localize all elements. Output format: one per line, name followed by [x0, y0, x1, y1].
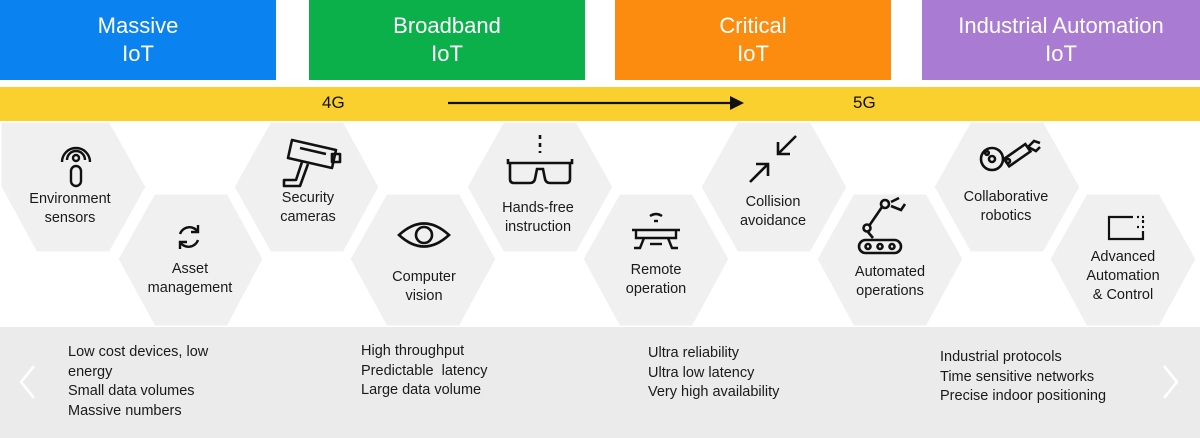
feature-item: Ultra reliability — [648, 345, 740, 361]
feature-item: Time sensitive networks — [940, 368, 1095, 385]
use-case-line: Computer — [392, 269, 456, 285]
feature-item: Small data volumes — [68, 383, 195, 399]
use-case-line: operation — [625, 281, 687, 297]
category-subtitle: IoT — [431, 41, 463, 66]
use-case-line: Remote — [630, 262, 682, 278]
control-panel-icon — [1107, 215, 1145, 241]
use-case-asset-management: Asset management — [120, 260, 260, 298]
use-case-collaborative-robotics: Collaborative robotics — [936, 188, 1076, 226]
refresh-cycle-icon — [178, 225, 200, 249]
use-case-line: Collision — [745, 194, 801, 210]
feature-item: Predictable latency — [361, 362, 488, 379]
use-case-line: cameras — [280, 209, 336, 225]
eye-icon — [397, 222, 451, 248]
feature-item: Low cost devices, low — [68, 344, 209, 360]
evolution-arrow-icon — [448, 96, 744, 110]
remote-drone-icon — [632, 212, 680, 250]
feature-item: Precise indoor positioning — [940, 388, 1107, 404]
use-case-line: sensors — [44, 210, 96, 226]
hex-collision-avoidance — [698, 121, 850, 255]
environment-sensor-icon — [60, 146, 92, 188]
category-subtitle: IoT — [1045, 41, 1077, 66]
use-case-line: Automated — [854, 264, 926, 280]
use-case-security-cameras: Security cameras — [238, 189, 378, 227]
use-case-collision-avoidance: Collision avoidance — [703, 193, 843, 231]
features-critical-iot: Ultra reliability Ultra low latency Very… — [648, 344, 779, 403]
hex-computer-vision — [347, 191, 499, 327]
feature-item: High throughput — [361, 343, 465, 359]
use-case-line: Advanced — [1090, 249, 1156, 265]
use-case-line: & Control — [1092, 287, 1154, 303]
use-case-environment-sensors: Environment sensors — [0, 190, 140, 228]
category-critical-iot: Critical IoT — [615, 0, 891, 80]
robot-arm-icon — [857, 196, 907, 255]
feature-item: Industrial protocols — [940, 349, 1062, 365]
hex-environment-sensors — [0, 121, 149, 255]
category-subtitle: IoT — [737, 41, 769, 66]
features-industrial-automation-iot: Industrial protocols Time sensitive netw… — [940, 348, 1106, 407]
label-5g: 5G — [853, 93, 876, 112]
category-title: Massive — [97, 13, 179, 38]
use-case-line: Automation — [1086, 268, 1160, 284]
features-broadband-iot: High throughput Predictable latency Larg… — [361, 342, 488, 401]
hex-advanced-automation — [1047, 191, 1199, 327]
features-massive-iot: Low cost devices, low energy Small data … — [68, 343, 208, 421]
use-case-line: operations — [856, 283, 924, 299]
use-case-line: Environment — [29, 191, 111, 207]
smart-glasses-icon — [506, 135, 574, 185]
label-4g: 4G — [322, 93, 345, 112]
use-case-line: vision — [405, 288, 443, 304]
hex-automated-operations — [814, 191, 966, 327]
feature-item: Ultra low latency — [648, 364, 755, 381]
use-case-honeycomb — [0, 121, 1199, 327]
category-broadband-iot: Broadband IoT — [309, 0, 585, 80]
category-title: Industrial Automation — [958, 13, 1164, 38]
chevron-left-icon[interactable] — [16, 362, 40, 402]
use-case-line: instruction — [504, 219, 572, 235]
feature-item: energy — [68, 363, 113, 380]
use-case-line: Security — [281, 190, 335, 206]
use-case-line: avoidance — [739, 213, 807, 229]
hex-collaborative-robotics — [931, 121, 1083, 255]
category-title: Broadband — [393, 13, 501, 38]
hex-hands-free-instruction — [464, 121, 616, 255]
use-case-line: management — [147, 280, 233, 296]
use-case-advanced-automation-control: Advanced Automation & Control — [1053, 248, 1193, 305]
category-subtitle: IoT — [122, 41, 154, 66]
use-case-remote-operation: Remote operation — [586, 261, 726, 299]
use-case-hands-free-instruction: Hands-free instruction — [468, 199, 608, 237]
use-case-automated-operations: Automated operations — [820, 263, 960, 301]
hex-security-cameras — [231, 121, 382, 255]
feature-item: Large data volume — [361, 382, 482, 398]
use-case-line: robotics — [980, 208, 1032, 224]
collision-arrows-icon — [749, 135, 797, 183]
use-case-computer-vision: Computer vision — [354, 268, 494, 306]
use-case-line: Collaborative — [963, 189, 1049, 205]
feature-item: Massive numbers — [68, 402, 182, 419]
hex-asset-management — [115, 191, 266, 327]
feature-item: Very high availability — [648, 384, 780, 400]
use-case-line: Asset — [171, 261, 209, 277]
feature-panel — [0, 327, 1200, 438]
category-industrial-automation-iot: Industrial Automation IoT — [922, 0, 1200, 80]
security-camera-icon — [282, 138, 342, 188]
collaborative-robot-icon — [979, 139, 1041, 172]
category-massive-iot: Massive IoT — [0, 0, 276, 80]
chevron-right-icon[interactable] — [1158, 362, 1182, 402]
hex-remote-operation — [580, 191, 732, 327]
category-title: Critical — [719, 13, 787, 38]
use-case-line: Hands-free — [502, 200, 574, 216]
